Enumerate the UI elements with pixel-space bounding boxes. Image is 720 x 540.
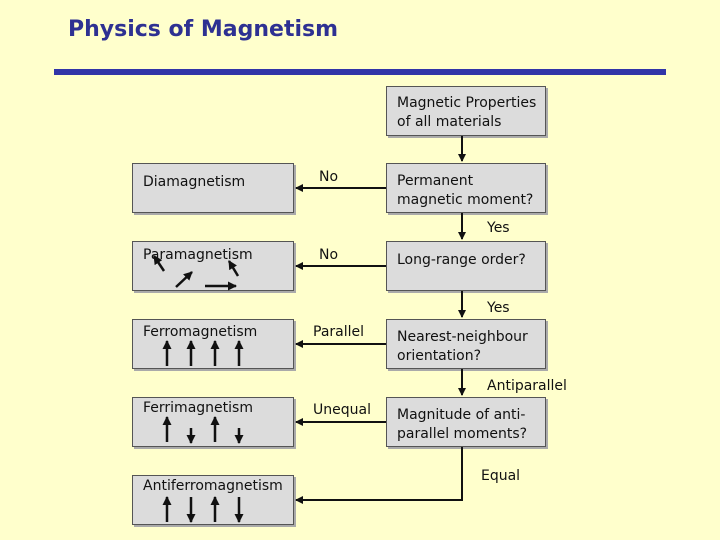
title-divider [54,69,666,75]
edge-label-q2-no: No [319,247,339,263]
decision-antiparallel-magnitude-box: Magnitude of anti- parallel moments? [386,397,546,447]
outcome-paramagnetism-box: Paramagnetism [132,241,294,291]
outcome-diamagnetism-label: Diamagnetism [143,174,246,190]
decision-start-label: Magnetic Properties of all materials [397,95,537,130]
decision-long-range-order-box: Long-range order? [386,241,546,291]
page-title: Physics of Magnetism [68,17,339,42]
outcome-paramagnetism-label: Paramagnetism [143,247,253,263]
edge-label-q1-no: No [319,169,339,185]
decision-nn-orientation-box: Nearest-neighbour orientation? [386,319,546,369]
para-moment-arrow [152,255,166,272]
edge-label-q3-parallel: Parallel [313,324,365,340]
outcome-ferromagnetism-label: Ferromagnetism [143,324,258,340]
decision-start-box: Magnetic Properties of all materials [386,86,546,136]
edge-label-q4-unequal: Unequal [313,402,371,418]
outcome-diamagnetism-box: Diamagnetism [132,163,294,213]
outcome-ferrimagnetism-label: Ferrimagnetism [143,400,253,416]
decision-long-range-order-label: Long-range order? [397,252,526,268]
decision-permanent-moment-label: Permanent magnetic moment? [397,173,534,208]
decision-antiparallel-magnitude-label: Magnitude of anti- parallel moments? [397,407,528,442]
decision-permanent-moment-box: Permanent magnetic moment? [386,163,546,213]
edge-label-q2-yes: Yes [487,300,510,316]
edge-label-q1-yes: Yes [487,220,510,236]
edge-label-q4-equal: Equal [481,468,521,484]
para-moment-arrow [227,260,240,277]
edge-label-q3-antiparallel: Antiparallel [487,378,567,394]
decision-nn-orientation-label: Nearest-neighbour orientation? [397,329,528,364]
edge-q4-equal [295,447,463,504]
outcome-antiferromagnetism-label: Antiferromagnetism [143,478,283,494]
para-moment-arrow [175,271,193,288]
